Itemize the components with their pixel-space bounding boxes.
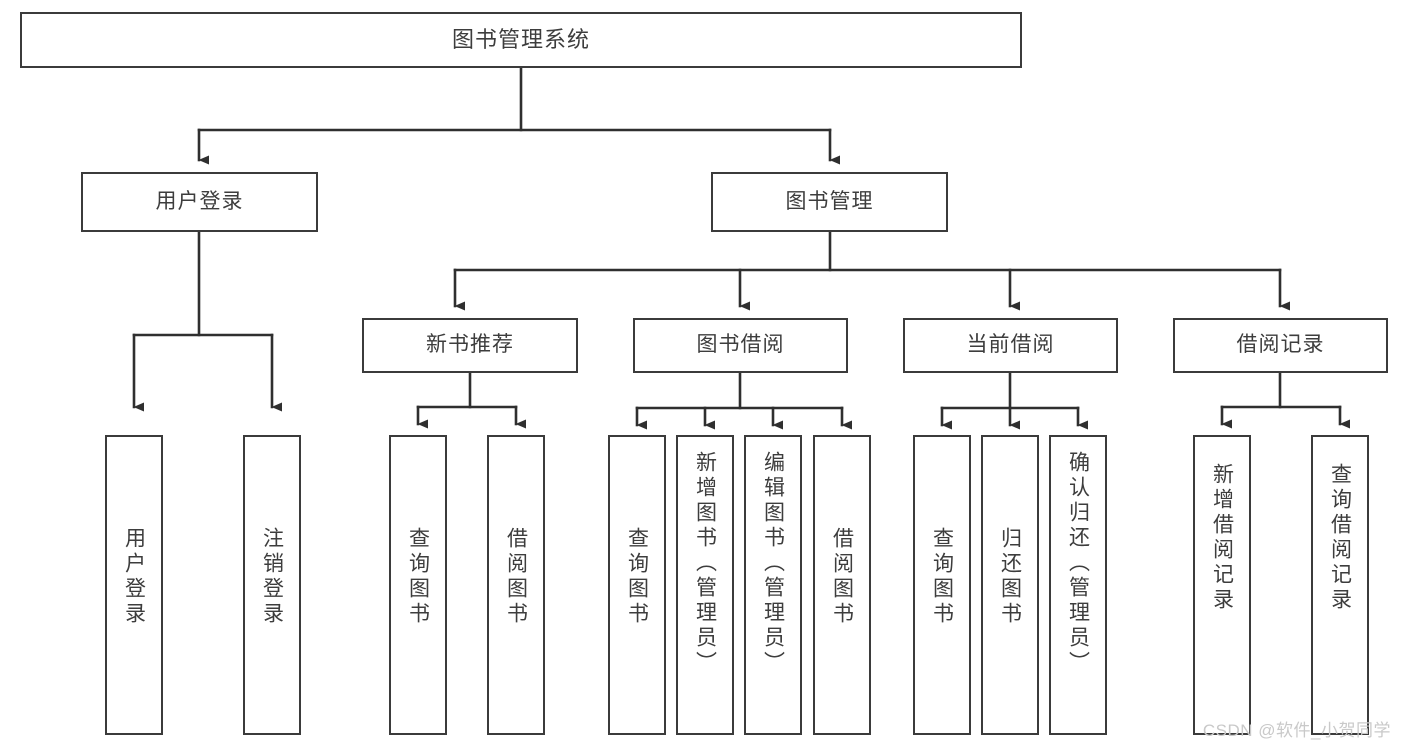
leaf-current-borrow-return[interactable]: 归还图书 (981, 435, 1039, 735)
node-borrow-record[interactable]: 借阅记录 (1173, 318, 1388, 373)
node-label: 注销登录 (260, 527, 284, 627)
node-book-management[interactable]: 图书管理 (711, 172, 948, 232)
node-label: 当前借阅 (966, 333, 1055, 357)
node-label: 编辑图书（管理员） (761, 451, 785, 676)
leaf-borrow-record-query[interactable]: 查询借阅记录 (1311, 435, 1369, 735)
node-label: 图书管理 (785, 189, 874, 213)
leaf-new-book-borrow[interactable]: 借阅图书 (487, 435, 545, 735)
node-label: 用户登录 (122, 527, 146, 627)
node-current-borrow[interactable]: 当前借阅 (903, 318, 1118, 373)
node-label: 借阅图书 (504, 527, 528, 627)
node-label: 新增图书（管理员） (693, 451, 717, 676)
node-root-system[interactable]: 图书管理系统 (20, 12, 1022, 68)
node-label: 查询图书 (625, 527, 649, 627)
node-label: 新增借阅记录 (1210, 463, 1234, 613)
node-label: 图书借阅 (696, 333, 785, 357)
node-label: 确认归还（管理员） (1066, 451, 1090, 676)
leaf-book-borrow-borrow[interactable]: 借阅图书 (813, 435, 871, 735)
node-label: 查询借阅记录 (1328, 463, 1352, 613)
leaf-user-login-signin[interactable]: 用户登录 (105, 435, 163, 735)
node-label: 图书管理系统 (451, 27, 590, 53)
node-label: 归还图书 (998, 527, 1022, 627)
node-label: 查询图书 (406, 527, 430, 627)
leaf-book-borrow-edit[interactable]: 编辑图书（管理员） (744, 435, 802, 735)
node-label: 用户登录 (155, 189, 244, 213)
node-user-login[interactable]: 用户登录 (81, 172, 318, 232)
node-label: 借阅记录 (1236, 333, 1325, 357)
node-label: 查询图书 (930, 527, 954, 627)
leaf-current-borrow-query[interactable]: 查询图书 (913, 435, 971, 735)
node-book-borrow[interactable]: 图书借阅 (633, 318, 848, 373)
node-new-book-recommend[interactable]: 新书推荐 (362, 318, 578, 373)
node-label: 借阅图书 (830, 527, 854, 627)
leaf-book-borrow-query[interactable]: 查询图书 (608, 435, 666, 735)
leaf-user-login-signout[interactable]: 注销登录 (243, 435, 301, 735)
watermark: CSDN @软件_小贺同学 (1202, 721, 1391, 740)
leaf-new-book-query[interactable]: 查询图书 (389, 435, 447, 735)
leaf-book-borrow-add[interactable]: 新增图书（管理员） (676, 435, 734, 735)
leaf-current-borrow-confirm-return[interactable]: 确认归还（管理员） (1049, 435, 1107, 735)
node-label: 新书推荐 (426, 333, 514, 357)
leaf-borrow-record-add[interactable]: 新增借阅记录 (1193, 435, 1251, 735)
